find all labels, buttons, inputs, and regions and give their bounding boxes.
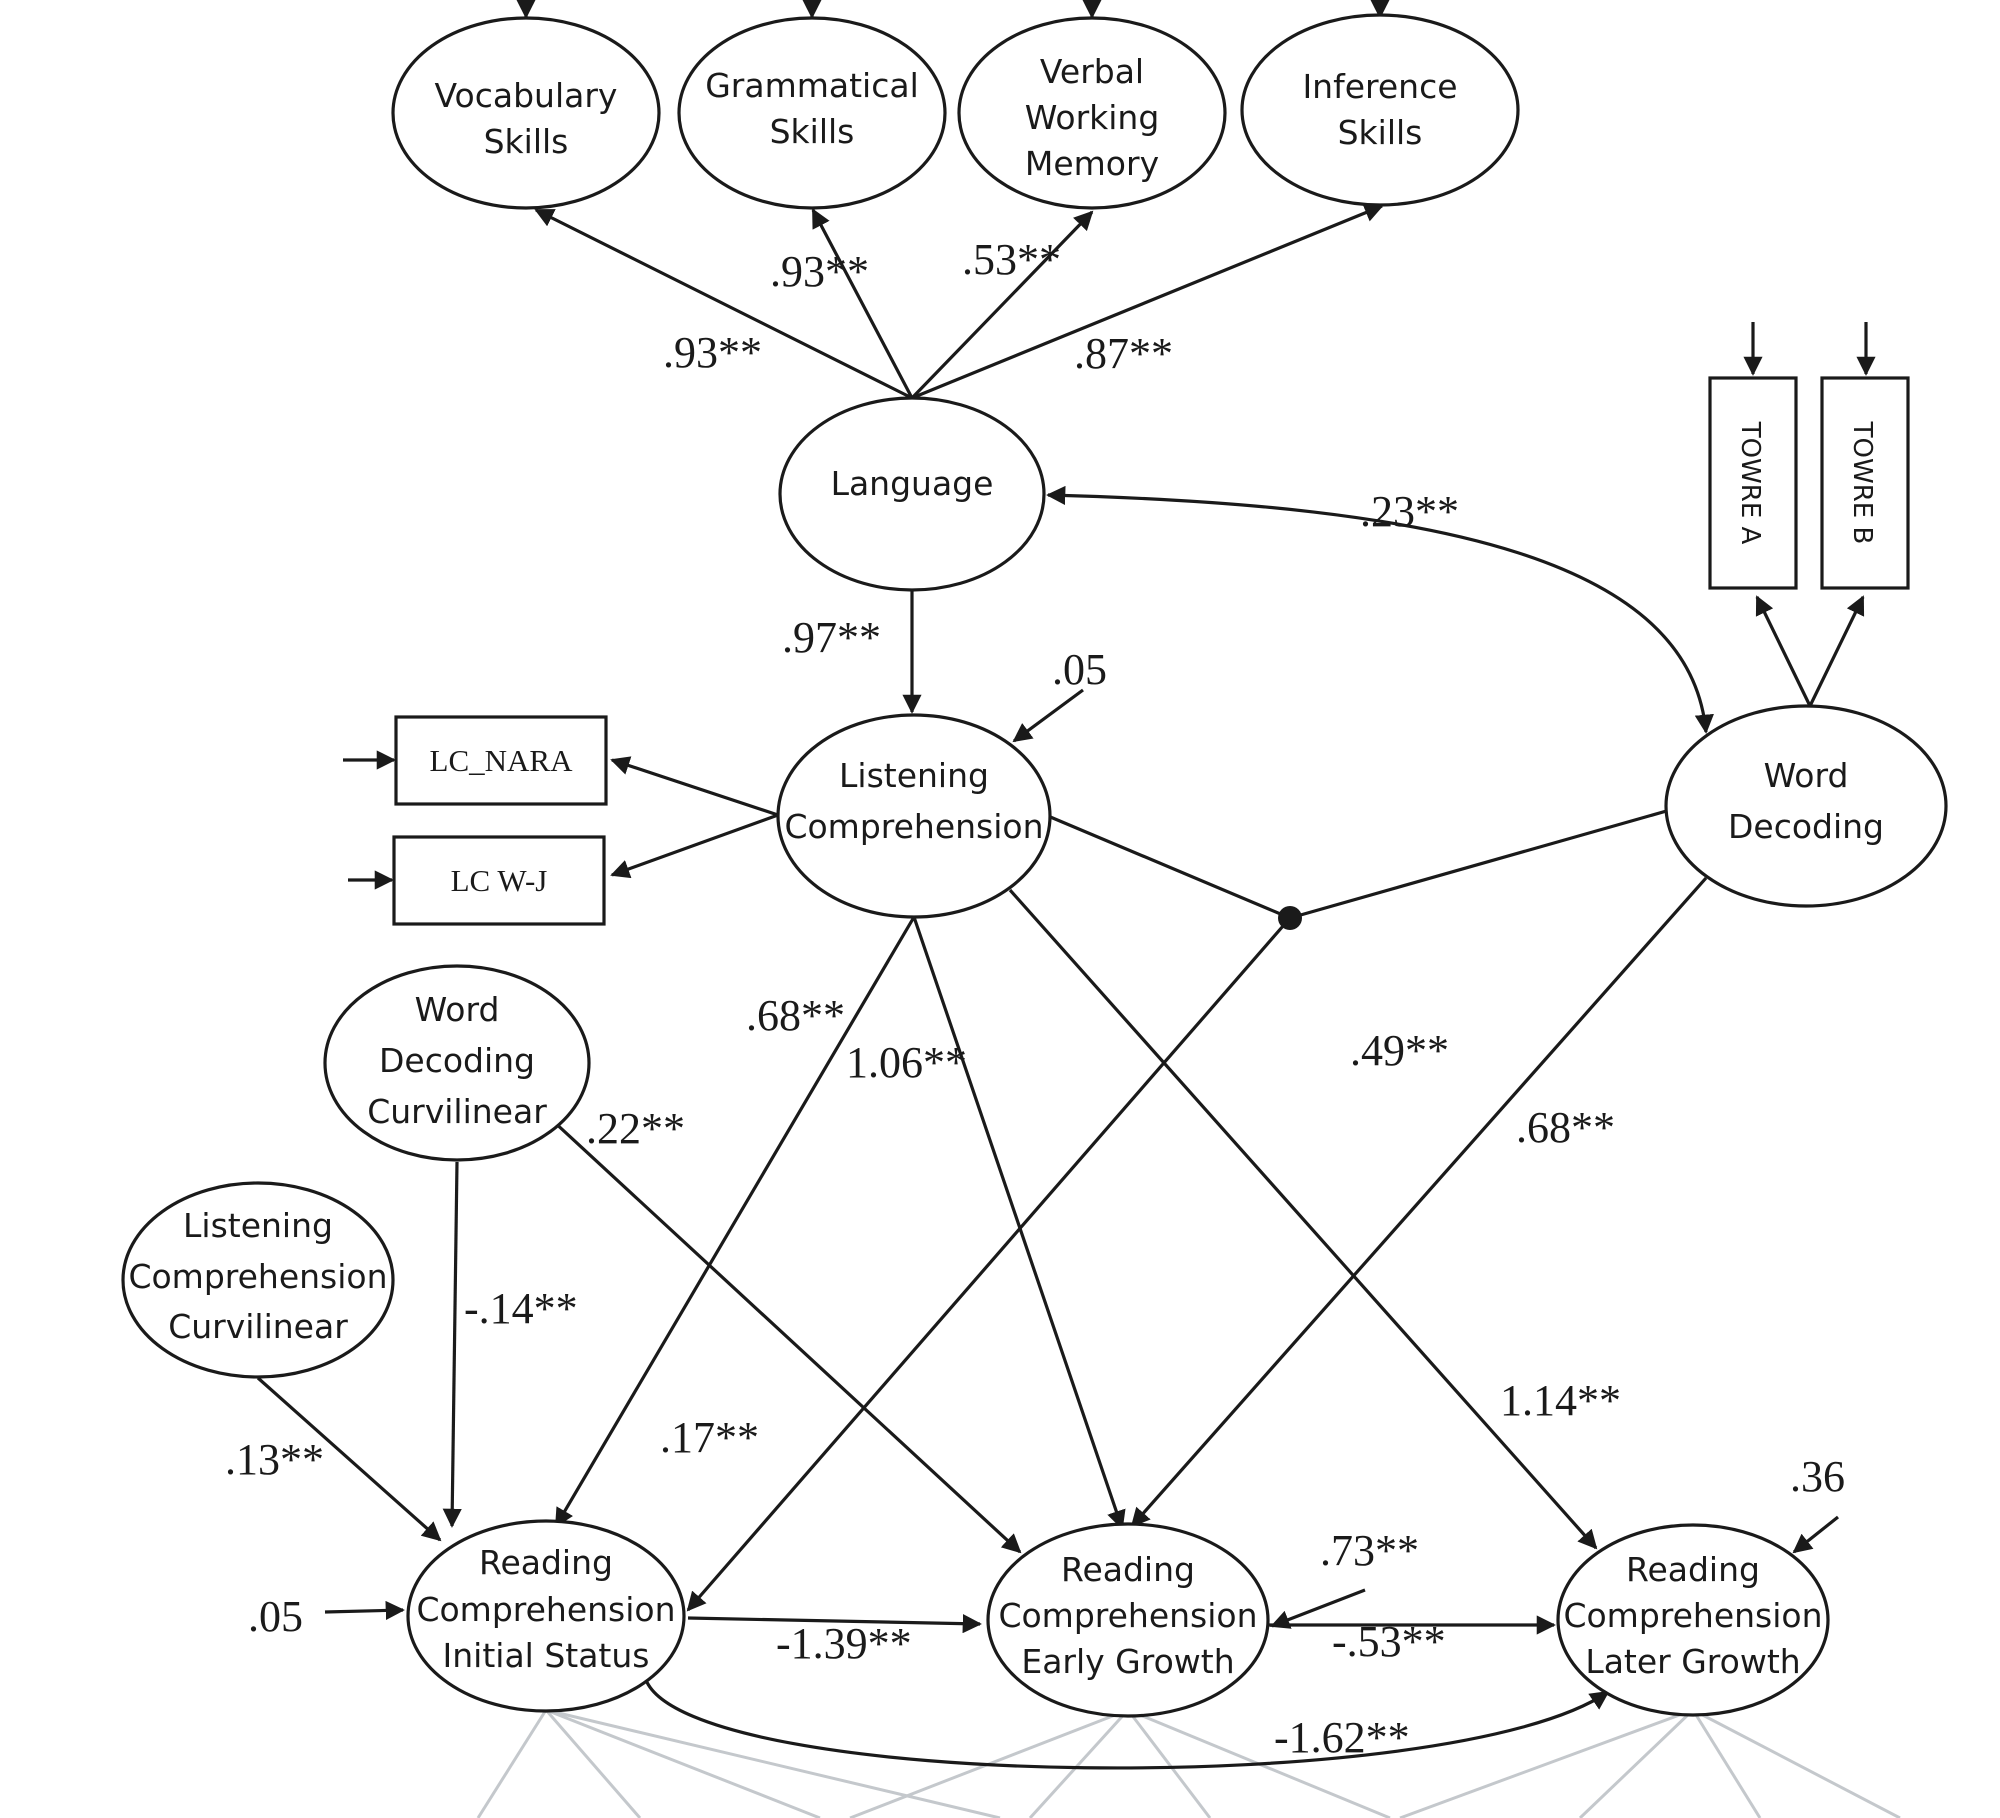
box-towre-b: TOWRE B (1820, 376, 1910, 590)
coef-wd-rce: .49** (1350, 1026, 1449, 1075)
towre-a-label: TOWRE A (1735, 421, 1765, 545)
coef-rci-rcl: -1.62** (1274, 1713, 1410, 1762)
lc-to-rcl (1008, 888, 1598, 1550)
node-vocabulary-skills: Vocabulary Skills (391, 16, 661, 210)
coef-lcc-rci: .13** (225, 1435, 324, 1484)
rci-label-3: Initial Status (443, 1636, 650, 1675)
coef-wdc-rci: -.14** (464, 1284, 578, 1333)
vocabulary-label-2: Skills (484, 122, 569, 161)
coef-lang-infer: .87** (1074, 329, 1173, 378)
vocabulary-label-1: Vocabulary (435, 76, 618, 115)
coef-lang-vwm: .53** (962, 235, 1061, 284)
vwm-label-3: Memory (1025, 144, 1159, 183)
rci-residual-arrow (324, 1600, 405, 1621)
node-listening-comprehension-curvilinear: Listening Comprehension Curvilinear (121, 1181, 395, 1379)
lc-to-rci (554, 916, 916, 1528)
lc-residual-arrow (1012, 688, 1084, 743)
wd-to-rce (1130, 876, 1708, 1528)
node-language: Language (778, 396, 1046, 592)
coef-lang-gram: .93** (770, 247, 869, 296)
lcc-label-1: Listening (183, 1206, 333, 1245)
coef-rci-residual: .05 (248, 1592, 303, 1641)
coef-lc-rcl: 1.14** (1500, 1376, 1621, 1425)
lc-to-nara (610, 756, 779, 817)
top-residual-arrows (516, 0, 1390, 19)
rce-label-2: Comprehension (998, 1596, 1257, 1635)
coefficients: .93** .93** .53** .87** .23** .97** .05 … (225, 235, 1845, 1762)
vwm-label-1: Verbal (1040, 52, 1144, 91)
coef-wdc-rce: .22** (586, 1104, 685, 1153)
node-rc-later-growth: Reading Comprehension Later Growth (1556, 1523, 1830, 1717)
lcc-label-2: Comprehension (128, 1257, 387, 1296)
wdc-to-rci (442, 1161, 462, 1528)
language-loadings (534, 203, 1384, 400)
indicator-lines (476, 1708, 1901, 1818)
wd-interaction-line (1289, 808, 1671, 920)
lcc-label-3: Curvilinear (168, 1307, 348, 1346)
coef-rcl-residual: .36 (1790, 1452, 1845, 1501)
grammatical-label-2: Skills (770, 112, 855, 151)
coef-lc-residual: .05 (1052, 645, 1107, 694)
coef-interaction-rci: .17** (660, 1413, 759, 1462)
box-lc-nara: LC_NARA (394, 715, 608, 806)
coef-rce-residual: .73** (1320, 1526, 1419, 1575)
coef-wd-rcl: .68** (1516, 1103, 1615, 1152)
inference-label-2: Skills (1338, 113, 1423, 152)
coef-lc-rci: .68** (746, 991, 845, 1040)
box-towre-a: TOWRE A (1708, 376, 1798, 590)
node-word-decoding: Word Decoding (1664, 704, 1948, 908)
coef-rce-rcl: -.53** (1332, 1617, 1446, 1666)
coef-lang-lc: .97** (782, 613, 881, 662)
coef-lang-wd: .23** (1360, 487, 1459, 536)
lc-to-wj (610, 813, 779, 879)
rci-label-2: Comprehension (416, 1590, 675, 1629)
rce-label-3: Early Growth (1021, 1642, 1234, 1681)
grammatical-label-1: Grammatical (705, 66, 919, 105)
lc-label-1: Listening (839, 756, 989, 795)
lc-wj-label: LC W-J (451, 863, 548, 898)
wdc-label-3: Curvilinear (367, 1092, 547, 1131)
rci-label-1: Reading (479, 1543, 613, 1582)
wd-label-1: Word (1764, 756, 1849, 795)
rcl-label-1: Reading (1626, 1550, 1760, 1589)
lcc-to-rci (256, 1376, 442, 1542)
language-word-decoding-covariance (1046, 485, 1714, 734)
lc-nara-label: LC_NARA (430, 743, 574, 778)
node-verbal-working-memory: Verbal Working Memory (957, 16, 1227, 210)
node-inference-skills: Inference Skills (1240, 13, 1520, 207)
rcl-label-3: Later Growth (1585, 1642, 1800, 1681)
vwm-label-2: Working (1025, 98, 1160, 137)
wdc-label-2: Decoding (379, 1041, 535, 1080)
lc-interaction-line (1047, 814, 1291, 920)
coef-rci-rce: -1.39** (776, 1619, 912, 1668)
coef-lc-rce: 1.06** (846, 1038, 967, 1087)
node-rc-early-growth: Reading Comprehension Early Growth (986, 1522, 1270, 1718)
lc-to-rce (912, 916, 1126, 1530)
rce-residual-arrow (1270, 1588, 1366, 1629)
rci-to-rcl-curve (644, 1679, 1610, 1770)
node-listening-comprehension: Listening Comprehension (776, 713, 1052, 919)
wd-to-towre-b (1808, 595, 1865, 707)
wd-to-towre-a (1755, 595, 1812, 707)
rcl-label-2: Comprehension (1563, 1596, 1822, 1635)
wdc-to-rce (550, 1118, 1022, 1554)
inference-label-1: Inference (1302, 67, 1457, 106)
rci-to-rce (687, 1614, 982, 1634)
box-lc-wj: LC W-J (392, 835, 606, 926)
wdc-label-1: Word (415, 990, 500, 1029)
towre-b-label: TOWRE B (1847, 421, 1877, 545)
node-word-decoding-curvilinear: Word Decoding Curvilinear (323, 964, 591, 1162)
rcl-residual-arrow (1792, 1515, 1839, 1554)
node-rc-initial-status: Reading Comprehension Initial Status (406, 1519, 686, 1713)
rce-label-1: Reading (1061, 1550, 1195, 1589)
lc-label-2: Comprehension (784, 807, 1043, 846)
wd-label-2: Decoding (1728, 807, 1884, 846)
language-label: Language (831, 464, 994, 503)
coef-lang-vocab: .93** (663, 328, 762, 377)
node-grammatical-skills: Grammatical Skills (677, 16, 947, 210)
interaction-to-rci (686, 916, 1292, 1612)
